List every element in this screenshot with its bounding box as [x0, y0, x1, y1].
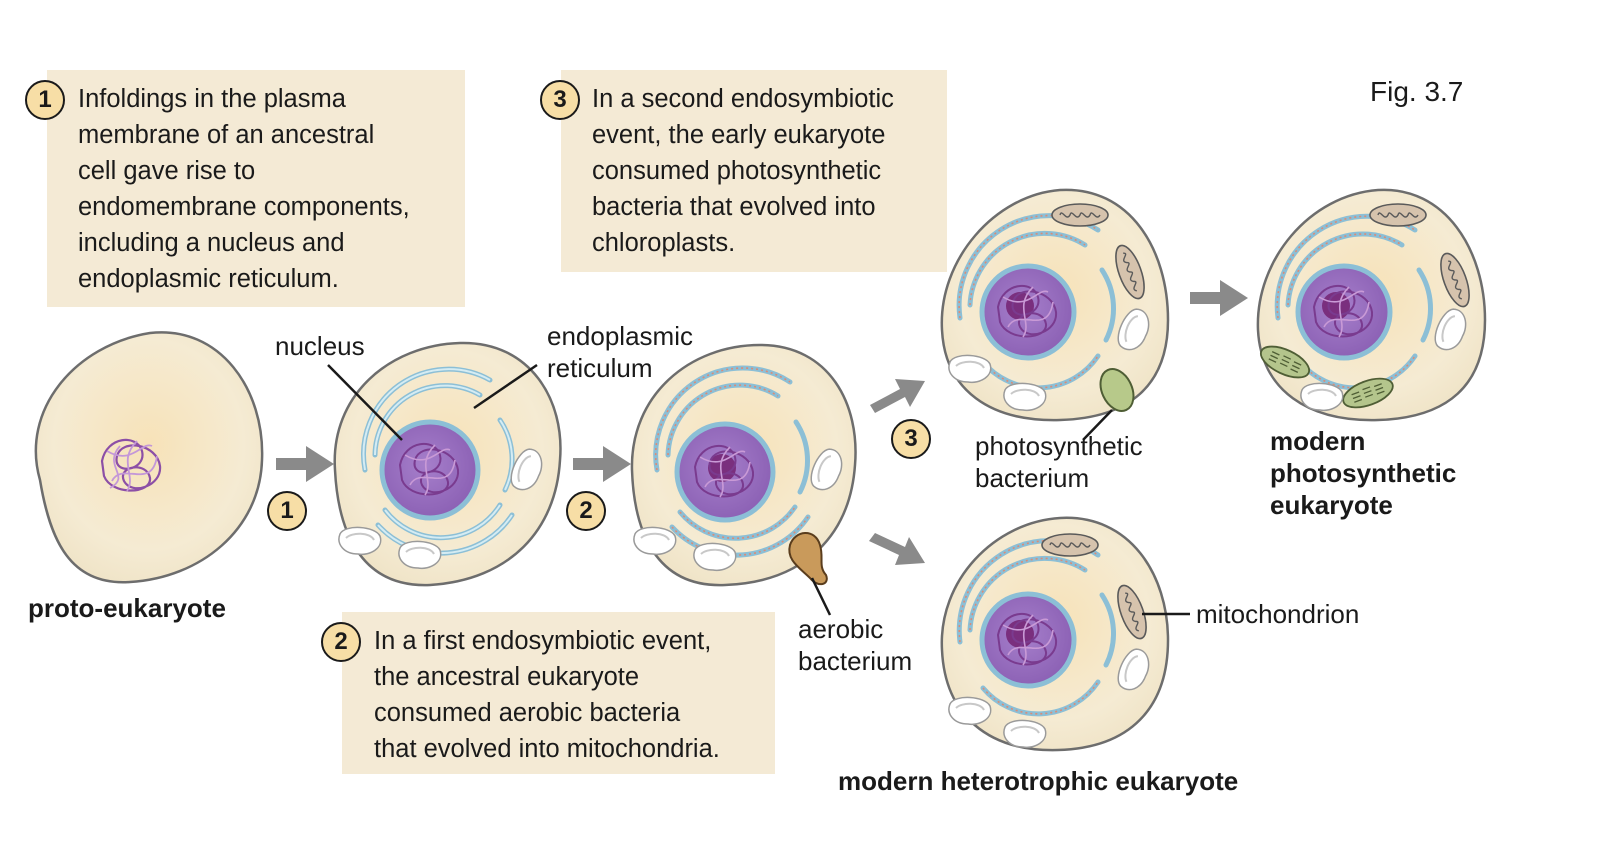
arrow-2-badge: 2	[566, 491, 606, 531]
aerobic-bacterium-shape	[788, 532, 828, 586]
arrow-3-up	[870, 379, 925, 413]
mitochondrion-label: mitochondrion	[1196, 599, 1360, 629]
modern-photosynthetic-eukaryote-label: modern photosynthetic eukaryote	[1270, 426, 1457, 520]
step-3-badge: 3	[540, 80, 580, 120]
step-1-text: Infoldings in the plasma membrane of an …	[78, 85, 410, 293]
modern-photosynthetic-eukaryote-cell	[1255, 188, 1487, 422]
aerobic-bacterium-label: aerobic bacterium	[798, 614, 913, 676]
ancestral-eukaryote-cell	[333, 341, 562, 587]
step-3-text: In a second endosymbiotic event, the ear…	[592, 85, 894, 257]
nucleus-label: nucleus	[275, 331, 365, 361]
step-1-panel	[47, 70, 465, 307]
step-2-badge: 2	[321, 622, 361, 662]
arrow-4	[1190, 280, 1248, 316]
arrow-2	[573, 446, 631, 482]
step-3-panel	[561, 70, 947, 272]
arrow-3-badge: 3	[891, 419, 931, 459]
arrow-1-badge: 1	[267, 491, 307, 531]
photosynthetic-bacterium-shape	[1099, 368, 1135, 412]
step-2-panel	[342, 612, 775, 774]
endoplasmic-reticulum-label: endoplasmic reticulum	[547, 321, 693, 383]
process-arrows	[276, 280, 1248, 565]
proto-eukaryote-cell	[34, 331, 264, 584]
early-eukaryote-cell	[630, 343, 857, 616]
proto-eukaryote-label: proto-eukaryote	[28, 593, 226, 623]
photosynthetic-uptake-cell	[940, 188, 1170, 441]
proto-chromatin	[100, 438, 162, 492]
step-2-text: In a first endosymbiotic event, the ance…	[374, 627, 720, 763]
step-1-badge: 1	[25, 80, 65, 120]
modern-heterotrophic-eukaryote-cell	[940, 516, 1190, 752]
photosynthetic-bacterium-label: photosynthetic bacterium	[975, 431, 1143, 493]
arrow-3-down	[869, 533, 925, 565]
arrow-1	[276, 446, 334, 482]
figure-label: Fig. 3.7	[1370, 76, 1464, 107]
modern-heterotrophic-eukaryote-label: modern heterotrophic eukaryote	[838, 766, 1239, 796]
